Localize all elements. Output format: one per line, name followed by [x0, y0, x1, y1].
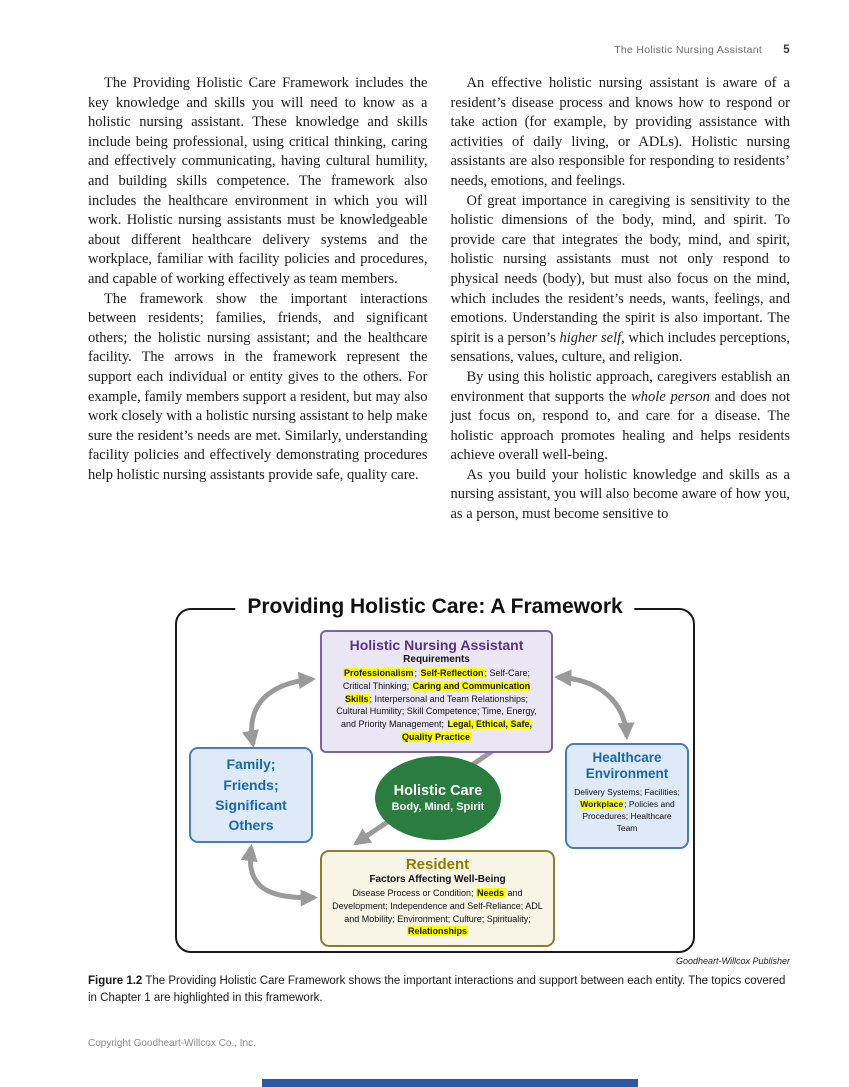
italic-term-higher-self: higher self	[559, 329, 622, 346]
holistic-care-ellipse: Holistic Care Body, Mind, Spirit	[375, 756, 501, 840]
family-friends-box: Family; Friends; Significant Others	[189, 747, 313, 843]
paragraph-right-3: By using this holistic approach, caregiv…	[450, 368, 791, 464]
framework-frame: Providing Holistic Care: A Framework Hol…	[175, 595, 695, 953]
healthcare-box-title: Healthcare Environment	[585, 750, 669, 781]
healthcare-items-list: Delivery Systems; Facilities; Workplace;…	[574, 787, 680, 834]
hna-box-title: Holistic Nursing Assistant	[349, 637, 524, 653]
holistic-nursing-assistant-box: Holistic Nursing Assistant Requirements …	[320, 630, 553, 753]
framework-diagram: Providing Holistic Care: A Framework Hol…	[175, 595, 695, 953]
hna-requirements-list: Professionalism; Self-Reflection; Self-C…	[336, 668, 537, 742]
holistic-care-subtitle: Body, Mind, Spirit	[391, 801, 485, 813]
page-number: 5	[783, 44, 790, 56]
arrow-hna-healthcare	[554, 669, 635, 740]
publisher-credit: Goodheart-Willcox Publisher	[676, 956, 790, 966]
arrow-family-resident	[240, 843, 318, 907]
resident-factors-list: Disease Process or Condition; Needs and …	[332, 888, 543, 937]
resident-box-subtitle: Factors Affecting Well-Being	[369, 874, 506, 885]
figure-caption-text: The Providing Holistic Care Framework sh…	[88, 975, 786, 1004]
page-header: The Holistic Nursing Assistant 5	[614, 44, 790, 56]
figure-caption: Figure 1.2 The Providing Holistic Care F…	[88, 973, 790, 1006]
arrow-family-hna	[241, 671, 316, 748]
body-text-columns: The Providing Holistic Care Framework in…	[88, 74, 790, 525]
figure-caption-label: Figure 1.2	[88, 975, 143, 987]
paragraph-right-4: As you build your holistic knowledge and…	[450, 466, 791, 523]
healthcare-environment-box: Healthcare Environment Delivery Systems;…	[565, 743, 689, 849]
paragraph-left-2: The framework show the important interac…	[88, 290, 428, 483]
hna-box-subtitle: Requirements	[403, 654, 470, 665]
page-edge-bar	[262, 1079, 638, 1087]
paragraph-left-1: The Providing Holistic Care Framework in…	[88, 75, 428, 287]
running-title: The Holistic Nursing Assistant	[614, 44, 763, 56]
holistic-care-title: Holistic Care	[393, 783, 483, 799]
right-column: An effective holistic nursing assistant …	[451, 74, 791, 525]
paragraph-right-2: Of great importance in caregiving is sen…	[450, 192, 791, 366]
resident-box: Resident Factors Affecting Well-Being Di…	[320, 850, 555, 948]
framework-title: Providing Holistic Care: A Framework	[235, 595, 635, 619]
left-column: The Providing Holistic Care Framework in…	[88, 74, 428, 525]
resident-box-title: Resident	[405, 856, 470, 873]
figure-1-2: Providing Holistic Care: A Framework Hol…	[88, 592, 790, 1006]
paragraph-right-1: An effective holistic nursing assistant …	[450, 75, 791, 189]
italic-term-whole-person: whole person	[631, 388, 710, 405]
copyright-line: Copyright Goodheart-Willcox Co., Inc.	[88, 1038, 256, 1049]
